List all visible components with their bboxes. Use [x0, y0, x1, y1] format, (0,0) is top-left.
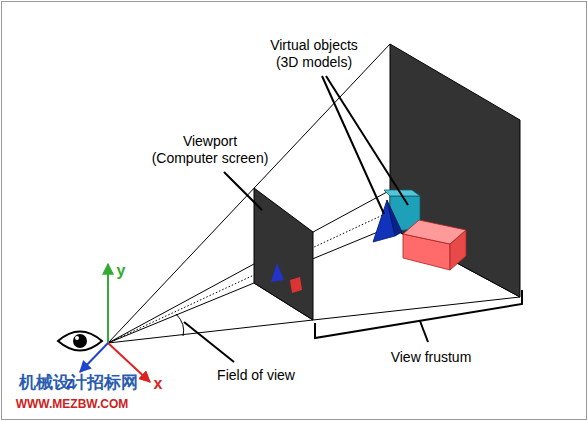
- leader-line: [326, 76, 408, 205]
- viewport-pyramid: [271, 263, 284, 282]
- eye-outline: [58, 332, 102, 351]
- viewport-screen: [254, 188, 313, 320]
- axis-label: x: [154, 374, 163, 393]
- watermark: WWW.MEZBW.COM: [16, 397, 129, 412]
- leader-line: [184, 322, 234, 362]
- blue-pyramid-side: [387, 200, 402, 236]
- y-axis: [107, 264, 109, 343]
- callout-label: View frustum: [391, 349, 472, 366]
- frustum-edge: [108, 283, 254, 343]
- leader-line: [224, 172, 262, 210]
- eye-pupil: [73, 334, 87, 348]
- viewport-cube: [290, 277, 302, 293]
- view-axis: [108, 214, 385, 343]
- far-plane: [390, 44, 520, 297]
- callout-label: Field of view: [217, 367, 295, 384]
- watermark: 机械设计招标网: [19, 373, 138, 393]
- bracket-tick: [420, 321, 428, 342]
- frustum-edge: [108, 320, 313, 343]
- z-axis: [80, 343, 108, 372]
- callout-label: Viewport (Computer screen): [148, 133, 272, 167]
- callout-label: Virtual objects (3D models): [258, 37, 370, 71]
- red-cube-top: [403, 220, 466, 244]
- axis-label: y: [117, 261, 126, 280]
- fov-arc: [176, 314, 184, 336]
- eye-highlight: [75, 336, 79, 340]
- frustum-bracket: [315, 290, 522, 338]
- leader-line: [322, 76, 384, 214]
